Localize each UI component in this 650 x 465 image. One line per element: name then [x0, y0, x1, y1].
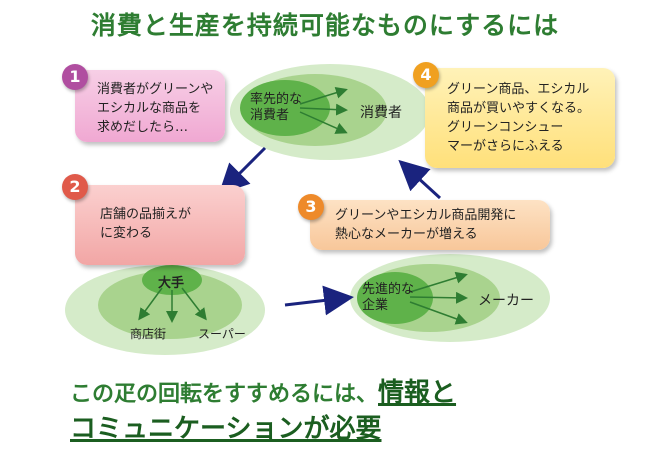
- consumer-ellipse: [230, 64, 430, 160]
- step-4-badge: 4: [413, 62, 439, 88]
- consumer-inner-line-2: 消費者: [250, 108, 290, 123]
- maker-inner-label: 先進的な 企業: [362, 282, 414, 314]
- arrow-maker-3: [409, 301, 468, 325]
- arrow-consumer-2: [299, 103, 348, 116]
- bottom-line-1: この疋の回転をすすめるには、情報と: [70, 372, 456, 409]
- bottom-line-1-plain: この疋の回転をすすめるには、: [70, 382, 379, 407]
- step-1-badge: 1: [62, 64, 88, 90]
- step-3-line-1: グリーンやエシカル商品開発に: [335, 208, 517, 223]
- store-right-label: スーパー: [198, 327, 246, 341]
- step-4-line-4: マーがさらにふえる: [447, 139, 564, 154]
- step-3-box: グリーンやエシカル商品開発に 熱心なメーカーが増える: [310, 200, 550, 250]
- bottom-line-2-emphasis: コミュニケーションが必要: [70, 414, 382, 444]
- step-4-line-1: グリーン商品、エシカル: [447, 82, 590, 97]
- maker-inner-line-2: 企業: [362, 298, 389, 313]
- consumer-outer-label: 消費者: [360, 105, 402, 121]
- step-4-line-2: 商品が買いやすくなる。: [447, 101, 591, 116]
- step-3-badge: 3: [298, 194, 324, 220]
- store-inner-label: 大手: [158, 276, 185, 291]
- cycle-arrow-3-to-4: [398, 159, 442, 200]
- step-2-badge: 2: [62, 174, 88, 200]
- consumer-inner-line-1: 率先的な: [250, 92, 303, 107]
- step-1-line-2: エシカルな商品を: [97, 101, 202, 116]
- arrow-maker-1: [409, 271, 468, 293]
- cycle-arrow-1-to-2: [218, 146, 267, 195]
- step-1-line-1: 消費者がグリーンや: [97, 82, 214, 97]
- step-1-box: 消費者がグリーンや エシカルな商品を 求めだしたら…: [75, 70, 225, 142]
- step-2-line-1: 店舗の品揃えが: [100, 207, 192, 222]
- step-1-line-3: 求めだしたら…: [97, 120, 189, 135]
- store-ellipse: [65, 265, 265, 355]
- cycle-arrow-2-to-3: [284, 285, 354, 316]
- bottom-line-1-emphasis: 情報と: [378, 378, 457, 408]
- step-4-line-3: グリーンコンシュー: [447, 120, 564, 135]
- step-2-line-2: に変わる: [100, 226, 153, 241]
- bottom-line-2: コミュニケーションが必要: [70, 408, 381, 445]
- maker-outer-label: メーカー: [478, 293, 534, 309]
- maker-inner-line-1: 先進的な: [362, 282, 415, 297]
- arrow-store-1: [138, 287, 163, 321]
- store-left-label: 商店街: [130, 327, 167, 341]
- consumer-inner-label: 率先的な 消費者: [250, 92, 302, 124]
- arrow-store-3: [181, 287, 207, 321]
- step-4-box: グリーン商品、エシカル 商品が買いやすくなる。 グリーンコンシュー マーがさらに…: [425, 68, 615, 168]
- arrow-consumer-1: [299, 86, 348, 105]
- maker-ellipse: [350, 254, 550, 342]
- step-3-line-2: 熱心なメーカーが増える: [335, 227, 478, 242]
- step-2-box: 店舗の品揃えが に変わる: [75, 185, 245, 265]
- arrow-maker-2: [409, 291, 468, 304]
- page-title: 消費と生産を持続可能なものにするには: [90, 11, 560, 40]
- arrow-consumer-3: [299, 111, 348, 134]
